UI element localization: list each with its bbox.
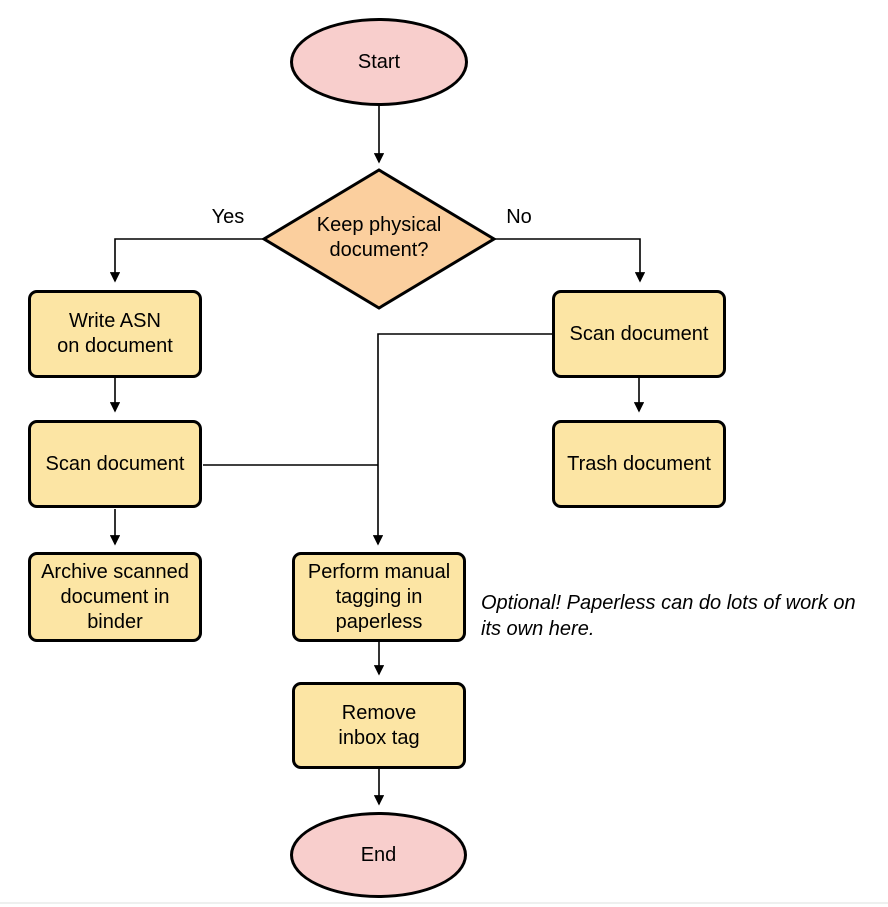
node-scan-document-left: Scan document	[28, 420, 202, 508]
node-start-label: Start	[357, 50, 401, 73]
node-remove-inbox-tag: Remove inbox tag	[292, 682, 466, 769]
bottom-divider	[0, 902, 888, 904]
node-perform-tagging-label: Perform manual tagging in paperless	[307, 560, 451, 633]
node-trash-document: Trash document	[552, 420, 726, 508]
node-trash-document-label: Trash document	[567, 452, 711, 475]
node-decision-label: Keep physical document?	[316, 214, 442, 261]
node-end: End	[290, 812, 467, 898]
node-write-asn-label: Write ASN on document	[57, 310, 173, 357]
node-archive-document: Archive scanned document in binder	[28, 552, 202, 642]
optional-note: Optional! Paperless can do lots of work …	[481, 592, 856, 640]
edge-label-yes: Yes	[211, 206, 245, 228]
node-start: Start	[290, 18, 468, 106]
decision-diamond-shape	[261, 168, 497, 310]
edge-decision-no-to-scan-right	[493, 238, 646, 283]
node-scan-document-right: Scan document	[552, 290, 726, 378]
edge-decision-yes-to-write-asn	[109, 238, 265, 283]
node-scan-document-left-label: Scan document	[45, 452, 185, 475]
edge-label-no: No	[506, 206, 532, 228]
node-write-asn: Write ASN on document	[28, 290, 202, 378]
node-archive-document-label: Archive scanned document in binder	[41, 560, 189, 633]
node-end-label: End	[360, 843, 397, 866]
node-remove-inbox-tag-label: Remove inbox tag	[338, 701, 420, 749]
node-scan-document-right-label: Scan document	[569, 322, 709, 345]
edge-scan-right-to-perform-tagging	[372, 333, 552, 546]
node-perform-tagging: Perform manual tagging in paperless	[292, 552, 466, 642]
node-decision: Keep physical document?	[277, 175, 481, 301]
